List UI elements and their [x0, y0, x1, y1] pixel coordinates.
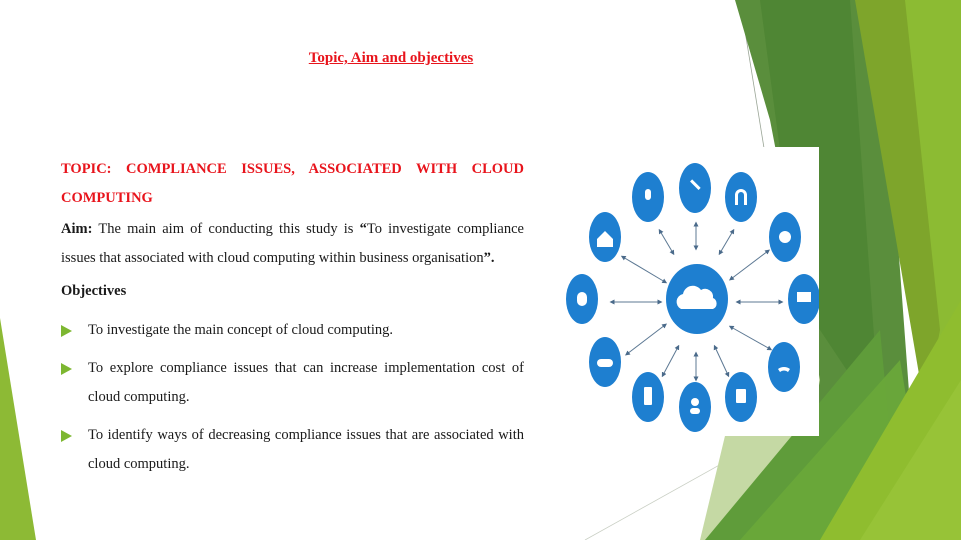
aim-label: Aim: [61, 221, 93, 237]
triangle-bullet-icon [61, 363, 72, 375]
objective-text: To explore compliance issues that can in… [88, 360, 524, 405]
objective-item: To investigate the main concept of cloud… [61, 316, 524, 345]
aim-close-quote: ”. [483, 249, 495, 266]
objective-item: To identify ways of decreasing complianc… [61, 421, 524, 478]
triangle-bullet-icon [61, 324, 72, 337]
slide-body: TOPIC: COMPLIANCE ISSUES, ASSOCIATED WIT… [61, 155, 524, 488]
aim-text: The main aim of conducting this study is [92, 221, 360, 237]
objectives-list: To investigate the main concept of cloud… [61, 316, 524, 479]
objective-item: To explore compliance issues that can in… [61, 354, 524, 411]
objectives-heading: Objectives [61, 283, 127, 299]
objective-text: To investigate the main concept of cloud… [88, 321, 394, 338]
aim-open-quote: “ [359, 221, 367, 237]
objective-text: To identify ways of decreasing complianc… [88, 427, 524, 472]
slide-title: Topic, Aim and objectives [308, 50, 474, 66]
triangle-bullet-icon [61, 430, 72, 442]
topic-heading: TOPIC: COMPLIANCE ISSUES, ASSOCIATED WIT… [61, 161, 524, 206]
cloud-network-image [563, 147, 820, 436]
aim-quote: To investigate compliance issues that as… [61, 221, 524, 266]
aim-paragraph: Aim: The main aim of conducting this stu… [61, 215, 524, 272]
